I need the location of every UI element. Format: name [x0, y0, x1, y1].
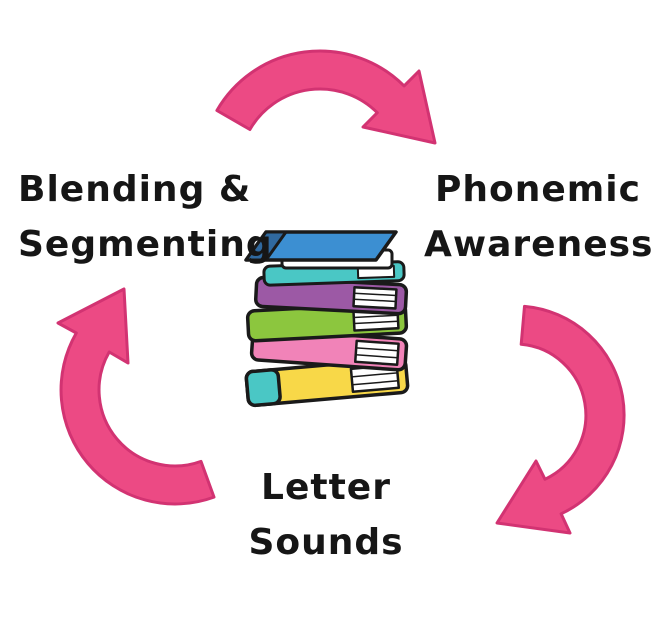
node-phonemic-awareness: Phonemic Awareness	[424, 162, 652, 272]
node-label-line2: Sounds	[248, 522, 404, 563]
arrow-left-icon	[56, 287, 216, 506]
book-purple	[253, 275, 409, 316]
arrow-top-icon	[215, 49, 437, 145]
node-blending-segmenting: Blending & Segmenting	[18, 162, 273, 272]
book-pink	[249, 327, 409, 372]
book-stack-icon	[244, 230, 410, 408]
node-label-line2: Segmenting	[18, 224, 273, 265]
node-label-line1: Letter	[261, 467, 391, 508]
node-label-line1: Phonemic	[435, 169, 641, 210]
node-label-line1: Blending &	[18, 169, 252, 210]
arrow-right-icon	[495, 304, 626, 535]
book-blue	[244, 230, 398, 270]
node-label-line2: Awareness	[424, 224, 654, 265]
node-letter-sounds: Letter Sounds	[234, 460, 418, 570]
